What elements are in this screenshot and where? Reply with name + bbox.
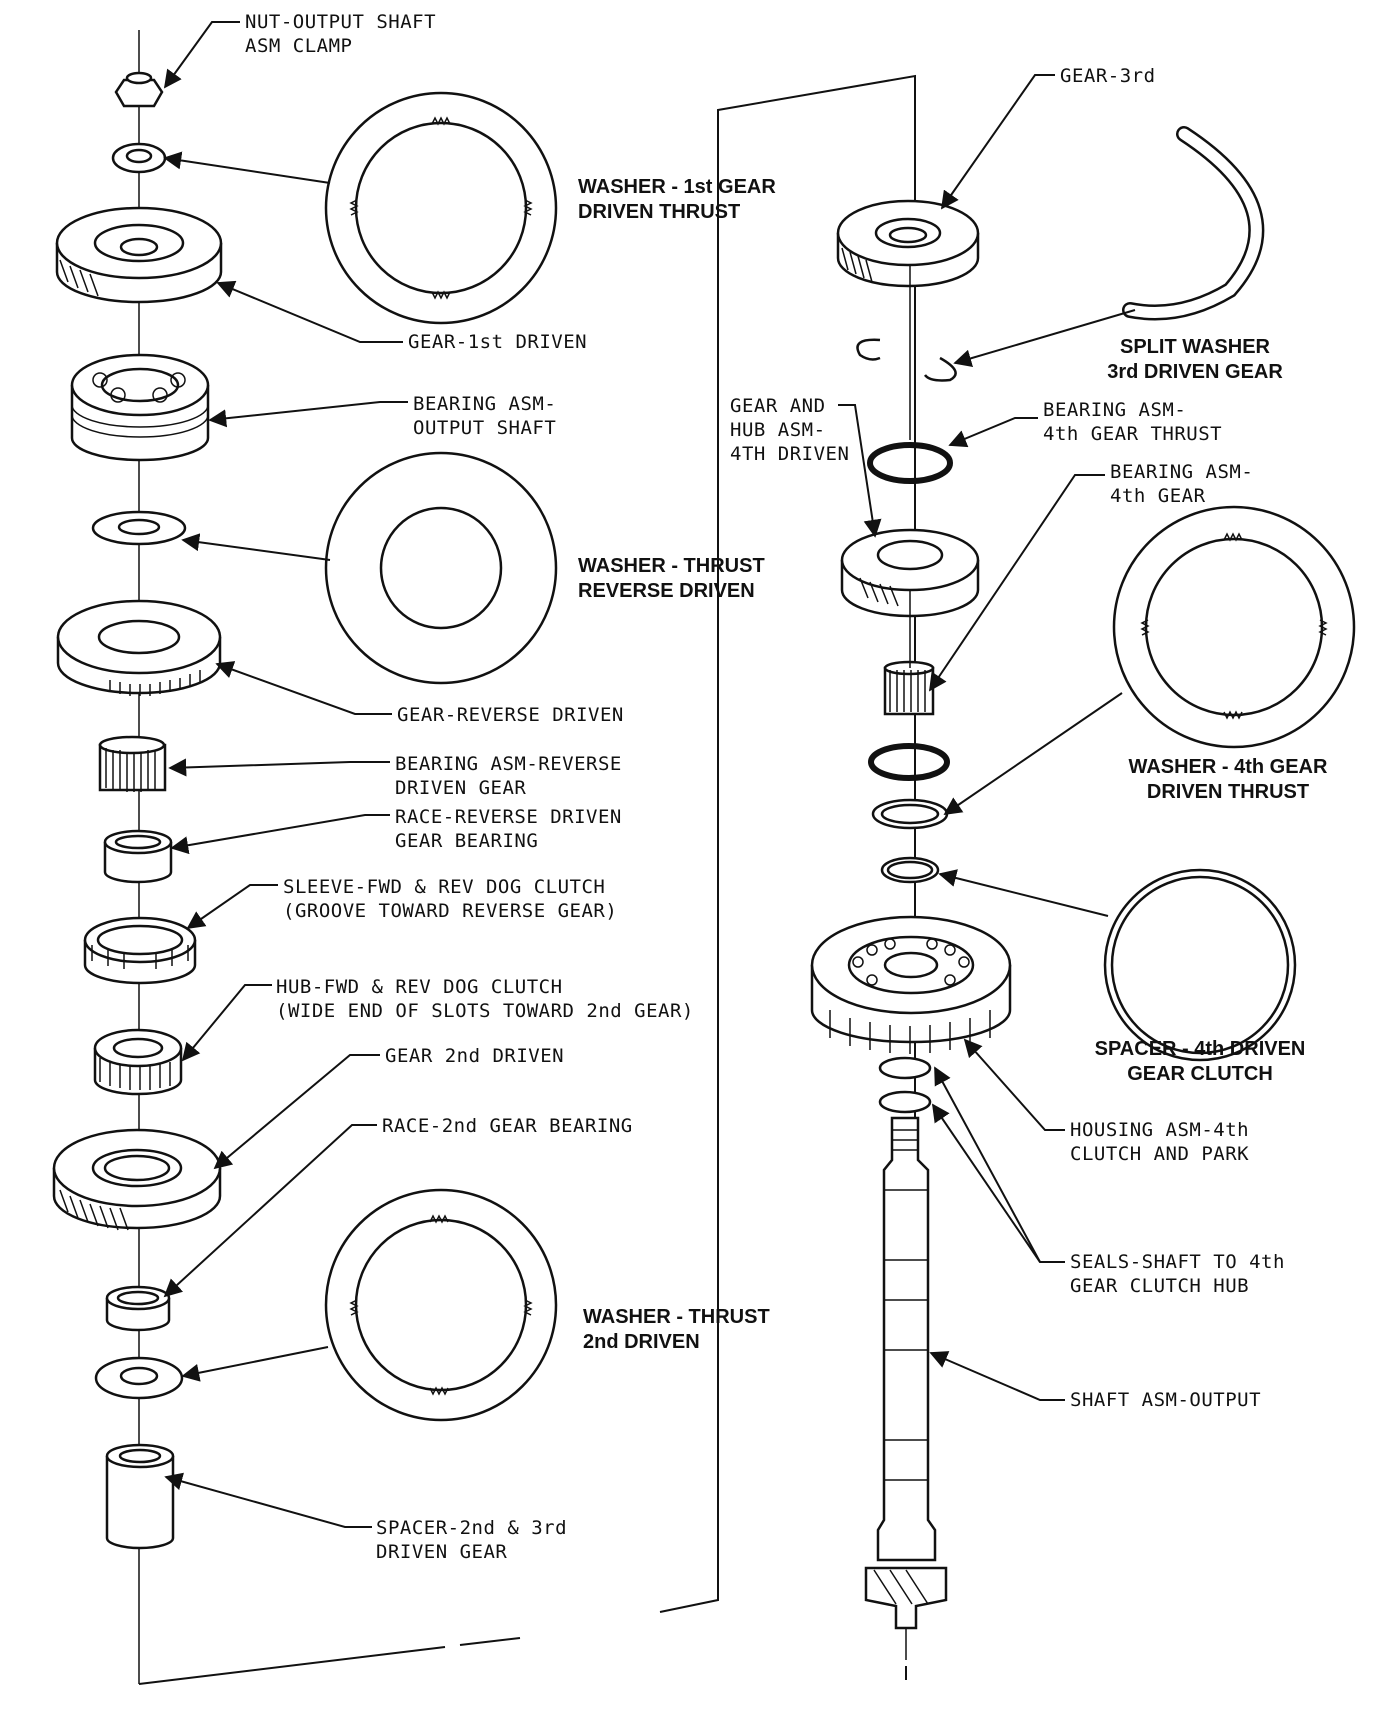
label-bearing-reverse: BEARING ASM-REVERSE DRIVEN GEAR bbox=[395, 753, 622, 799]
label-housing: HOUSING ASM-4th CLUTCH AND PARK bbox=[1070, 1119, 1250, 1165]
label-spacer-2nd-3rd: SPACER-2nd & 3rd DRIVEN GEAR bbox=[376, 1517, 568, 1563]
label-hub: HUB-FWD & REV DOG CLUTCH (WIDE END OF SL… bbox=[276, 976, 694, 1022]
label-race-2nd: RACE-2nd GEAR BEARING bbox=[382, 1115, 633, 1137]
spacer-4th-detail bbox=[1103, 868, 1297, 1062]
split-washer-small-part bbox=[856, 338, 957, 382]
gear-3rd-part bbox=[836, 199, 980, 288]
gear-reverse-part bbox=[56, 599, 222, 696]
spacer-2nd-3rd-part bbox=[105, 1443, 175, 1550]
callout-washer-2nd: WASHER - THRUST 2nd DRIVEN bbox=[583, 1306, 770, 1353]
washer-1st-gear-detail bbox=[324, 91, 558, 325]
washer-2nd-detail bbox=[324, 1188, 558, 1422]
sleeve-part bbox=[83, 916, 197, 985]
bearing-output-shaft-part bbox=[70, 353, 210, 462]
label-shaft: SHAFT ASM-OUTPUT bbox=[1070, 1389, 1262, 1411]
callout-washer-reverse: WASHER - THRUST REVERSE DRIVEN bbox=[578, 555, 765, 602]
small-washer-part bbox=[111, 142, 167, 174]
bearing-reverse-part bbox=[98, 735, 167, 792]
output-shaft-part bbox=[864, 1116, 948, 1680]
bearing-4th-part bbox=[883, 660, 935, 716]
callout-spacer-4th: SPACER - 4th DRIVEN GEAR CLUTCH bbox=[1094, 1038, 1306, 1085]
bearing-4th-thrust-part bbox=[867, 442, 953, 484]
spacer-4th-small-part bbox=[880, 856, 940, 884]
label-gear-3rd: GEAR-3rd bbox=[1060, 65, 1156, 87]
label-nut: NUT-OUTPUT SHAFT ASM CLAMP bbox=[245, 11, 437, 57]
label-bearing-4th-thrust: BEARING ASM- 4th GEAR THRUST bbox=[1043, 399, 1223, 445]
label-gear-reverse: GEAR-REVERSE DRIVEN bbox=[397, 704, 624, 726]
nut-part bbox=[114, 71, 164, 108]
label-gear-1st: GEAR-1st DRIVEN bbox=[408, 331, 588, 353]
label-bearing-output: BEARING ASM- OUTPUT SHAFT bbox=[413, 393, 557, 439]
seal-upper-part bbox=[878, 1056, 932, 1080]
callout-washer-1st: WASHER - 1st GEAR DRIVEN THRUST bbox=[578, 176, 776, 223]
label-race-reverse: RACE-REVERSE DRIVEN GEAR BEARING bbox=[395, 806, 622, 852]
washer-4th-detail bbox=[1112, 505, 1356, 749]
race-reverse-part bbox=[103, 829, 173, 884]
callout-washer-4th: WASHER - 4th GEAR DRIVEN THRUST bbox=[1128, 756, 1328, 803]
gear-2nd-part bbox=[52, 1128, 222, 1231]
hub-part bbox=[93, 1028, 183, 1096]
label-gear-2nd: GEAR 2nd DRIVEN bbox=[385, 1045, 565, 1067]
washer-reverse-small-part bbox=[91, 510, 187, 546]
leader-lines bbox=[163, 21, 1136, 1528]
housing-4th-part bbox=[810, 915, 1012, 1054]
washer-2nd-small-part bbox=[94, 1356, 184, 1400]
washer-4th-small-part bbox=[871, 798, 949, 830]
race-2nd-part bbox=[105, 1285, 171, 1332]
gear-hub-4th-part bbox=[840, 528, 980, 618]
label-sleeve: SLEEVE-FWD & REV DOG CLUTCH (GROOVE TOWA… bbox=[283, 876, 618, 922]
washer-reverse-detail bbox=[324, 451, 558, 685]
label-seals: SEALS-SHAFT TO 4th GEAR CLUTCH HUB bbox=[1070, 1251, 1285, 1297]
label-gear-hub-4th: GEAR AND HUB ASM- 4TH DRIVEN bbox=[730, 395, 850, 465]
split-washer-detail bbox=[1122, 126, 1265, 321]
ring-4th-part bbox=[868, 743, 950, 781]
callout-split-washer: SPLIT WASHER 3rd DRIVEN GEAR bbox=[1107, 336, 1283, 383]
label-bearing-4th: BEARING ASM- 4th GEAR bbox=[1110, 461, 1254, 507]
gear-1st-part bbox=[55, 206, 223, 304]
seal-lower-part bbox=[878, 1090, 932, 1114]
